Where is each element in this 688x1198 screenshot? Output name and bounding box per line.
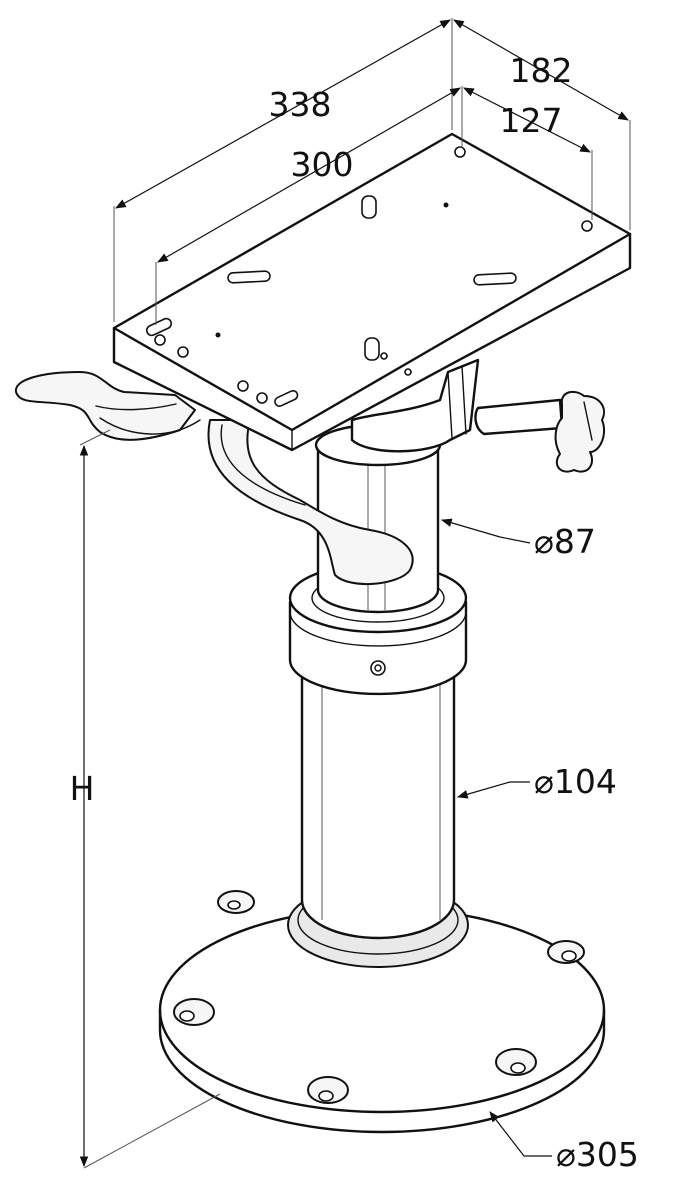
base-mount-holes bbox=[173, 890, 585, 1104]
dim-height-label: H bbox=[70, 769, 95, 808]
dim-300-label: 300 bbox=[291, 145, 354, 184]
dim-base-label: ⌀305 bbox=[556, 1135, 639, 1174]
dimension-lines bbox=[79, 18, 631, 1169]
lock-knob[interactable] bbox=[474, 390, 606, 473]
dim-127-label: 127 bbox=[500, 101, 563, 140]
dim-338-label: 338 bbox=[269, 85, 332, 124]
dim-182-label: 182 bbox=[510, 51, 573, 90]
swivel-housing bbox=[350, 358, 480, 453]
release-lever bbox=[14, 371, 414, 586]
lower-tube bbox=[300, 666, 456, 940]
dim-lower-tube-label: ⌀104 bbox=[534, 762, 617, 801]
dim-upper-tube-label: ⌀87 bbox=[534, 522, 596, 561]
dimension-labels: 338 300 182 127 H ⌀87 ⌀104 ⌀305 bbox=[70, 51, 639, 1174]
